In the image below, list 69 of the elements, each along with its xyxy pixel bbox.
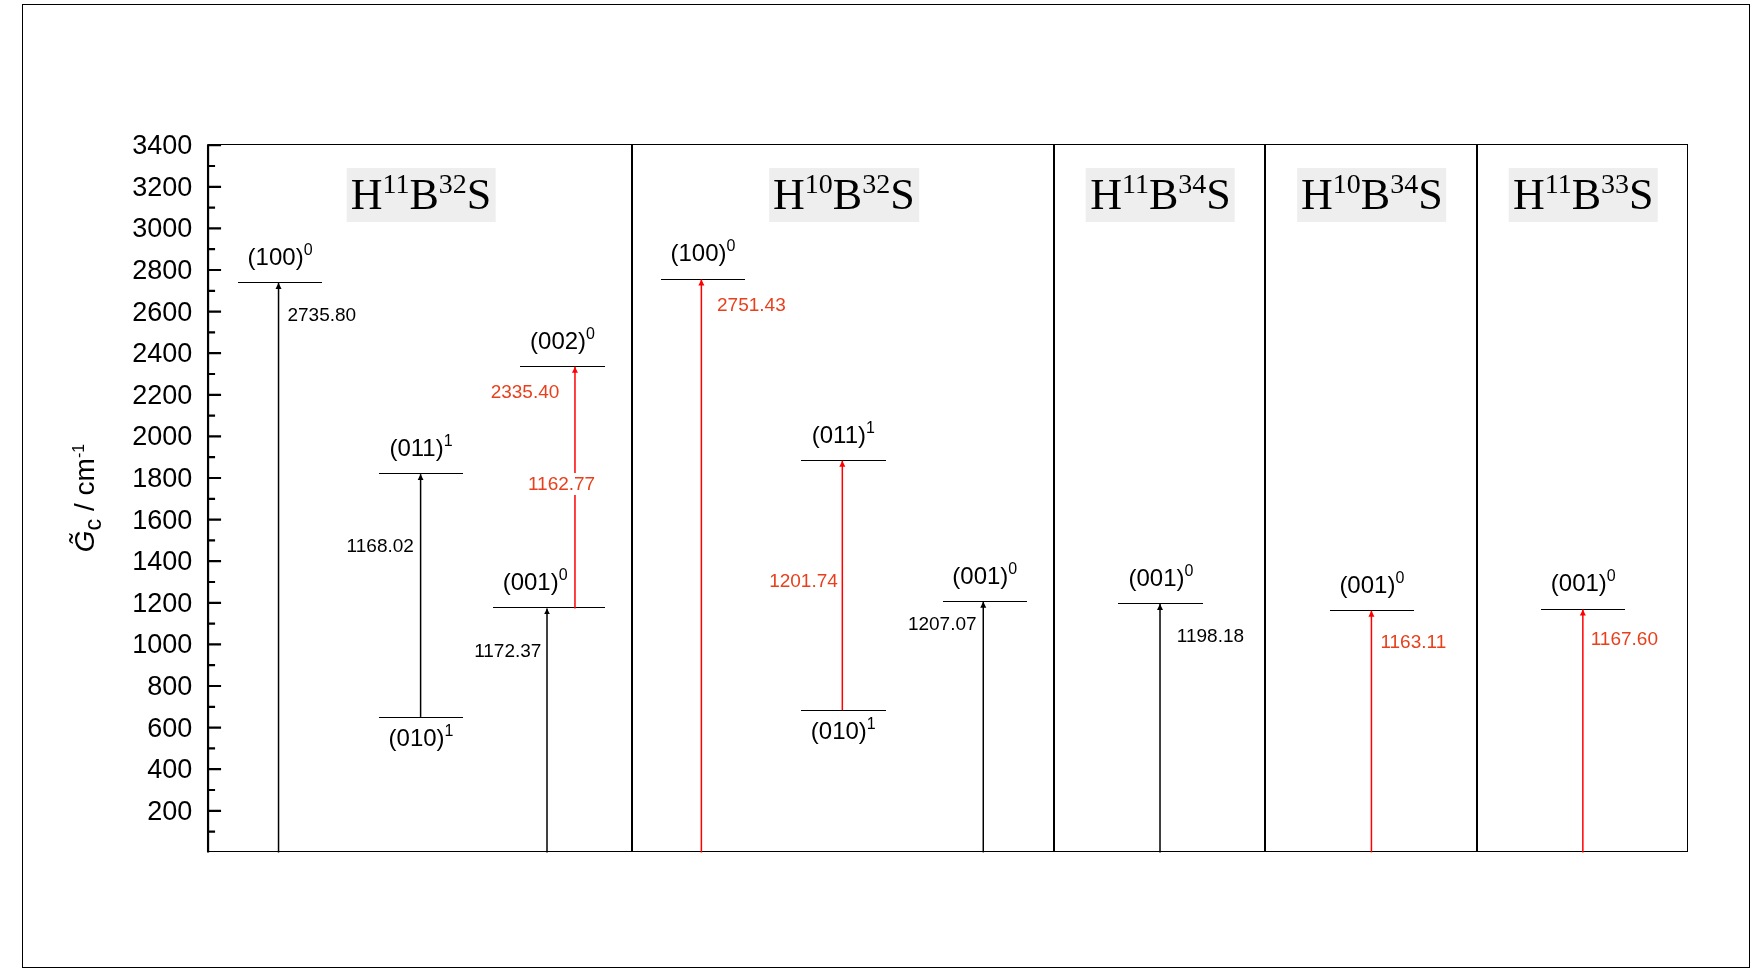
molecule-label: H$^{11}$B$^{33}$S <box>1509 167 1658 222</box>
edge-label: 1198.18 <box>1176 625 1245 648</box>
level-label: (011)$^{1}$ <box>811 420 875 449</box>
tick-label: 600 <box>146 713 193 742</box>
isotopologue-panel <box>632 144 1054 853</box>
energy-level <box>520 328 606 367</box>
edge-label: 2735.80 <box>287 304 357 327</box>
energy-value: 2335.40 <box>490 380 560 403</box>
level-label: (001)$^{0}$ <box>1550 569 1616 598</box>
tick-label: 1000 <box>131 630 193 659</box>
level-label: (010)$^{1}$ <box>388 723 454 752</box>
tick-label: 2600 <box>131 297 193 326</box>
level-label: (002)$^{0}$ <box>530 326 595 355</box>
edge-label: 2751.43 <box>717 294 786 317</box>
transition-arrow <box>1368 609 1375 854</box>
level-label: (001)$^{0}$ <box>502 568 568 597</box>
tick-label: 1800 <box>131 464 193 492</box>
transition-arrow <box>571 366 578 610</box>
level-label: (011)$^{1}$ <box>389 434 453 463</box>
transition-arrow <box>980 600 987 854</box>
isotopologue-panel <box>1265 144 1477 853</box>
energy-level <box>1118 565 1204 604</box>
tick-label: 400 <box>146 755 193 784</box>
transition-arrow <box>544 607 550 854</box>
transition-arrow <box>698 278 705 854</box>
tick-label: 2400 <box>131 339 193 368</box>
energy-level <box>493 570 606 609</box>
energy-level <box>1541 571 1626 610</box>
molecule-label: H$^{10}$B$^{34}$S <box>1297 167 1447 222</box>
transition-arrow <box>1157 603 1163 854</box>
edge-label: 1201.74 <box>769 569 838 592</box>
level-label: (100)$^{0}$ <box>247 242 313 271</box>
tick-label: 3400 <box>131 131 193 160</box>
tick-label: 200 <box>146 796 193 825</box>
transition-arrow <box>1579 608 1586 854</box>
tick-label: 1400 <box>131 547 193 576</box>
level-label: (010)$^{1}$ <box>810 717 876 746</box>
molecule-label: H$^{11}$B$^{34}$S <box>1086 167 1235 222</box>
edge-label: 1168.02 <box>346 534 414 557</box>
tick-label: 2200 <box>131 380 193 409</box>
molecule-label: H$^{10}$B$^{32}$S <box>769 167 919 222</box>
isotopologue-panel <box>1476 144 1688 853</box>
level-label: (001)$^{0}$ <box>1339 570 1405 599</box>
edge-label: 1167.60 <box>1590 627 1658 650</box>
transition-arrow <box>839 460 846 711</box>
energy-level <box>379 436 463 475</box>
level-label: (001)$^{0}$ <box>952 561 1018 590</box>
tick-label: 2800 <box>131 256 193 284</box>
isotopologue-panel <box>1053 144 1266 853</box>
energy-level <box>942 563 1027 602</box>
level-label: (001)$^{0}$ <box>1128 563 1194 592</box>
tick-label: 3200 <box>131 172 193 201</box>
energy-level <box>660 241 745 280</box>
tick-label: 1600 <box>131 505 193 534</box>
tick-label: 800 <box>146 672 193 700</box>
level-label: (100)$^{0}$ <box>670 239 736 268</box>
tick-label: 1200 <box>131 588 193 617</box>
transition-arrow <box>417 473 424 718</box>
tick-label: 3000 <box>131 214 193 243</box>
edge-label: 1207.07 <box>907 613 977 636</box>
energy-level <box>800 422 886 461</box>
edge-label: 1172.37 <box>474 640 542 663</box>
transition-arrow <box>275 282 282 854</box>
molecule-label: H$^{11}$B$^{32}$S <box>346 167 496 222</box>
edge-label: 1162.77 <box>527 473 596 496</box>
energy-level <box>1329 572 1414 611</box>
edge-label: 1163.11 <box>1380 631 1447 654</box>
tick-label: 2000 <box>131 422 193 451</box>
energy-level <box>238 244 323 283</box>
